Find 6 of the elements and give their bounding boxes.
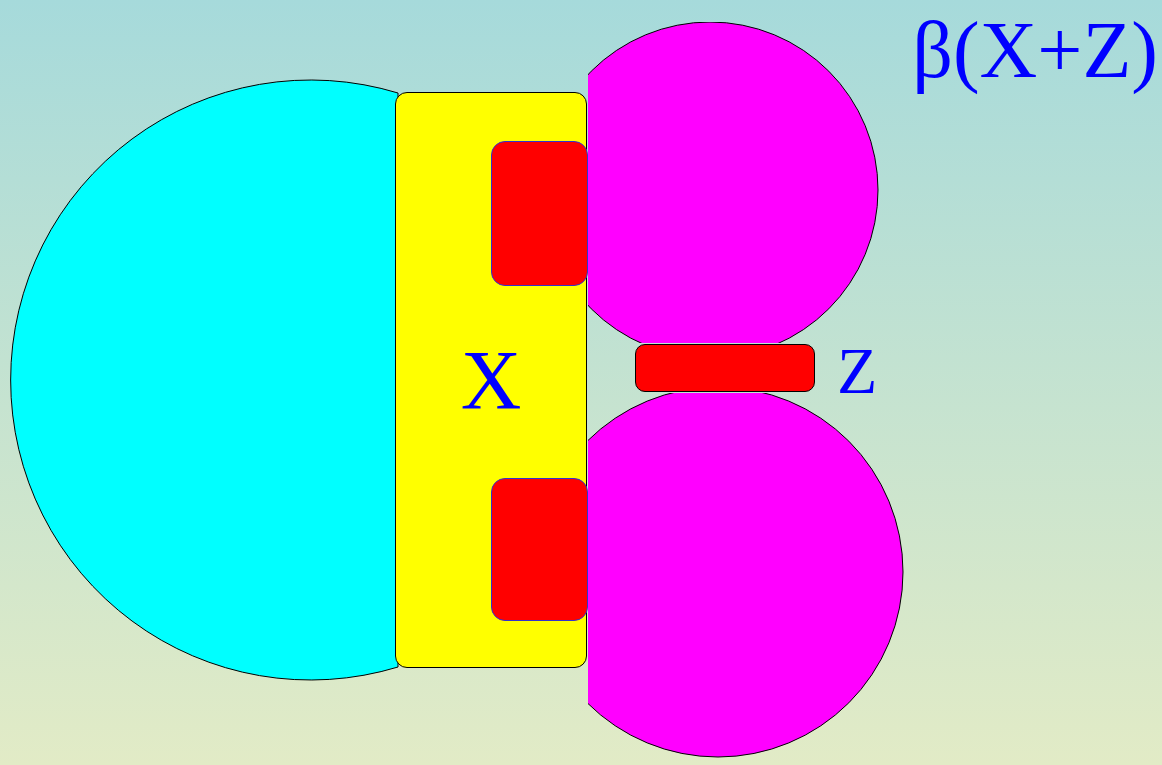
rounded-panel	[395, 92, 587, 668]
rounded-block	[491, 141, 588, 286]
part-label: Z	[837, 338, 878, 404]
panel-label: X	[460, 339, 522, 423]
rounded-bar	[635, 344, 815, 392]
rounded-block	[491, 478, 588, 621]
